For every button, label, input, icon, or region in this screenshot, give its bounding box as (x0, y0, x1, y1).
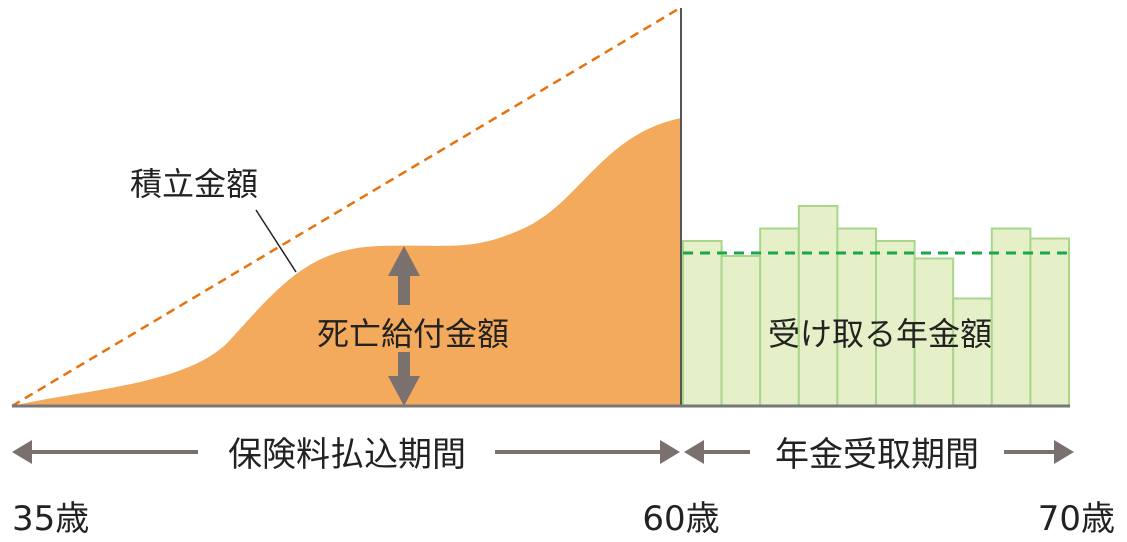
pension-bar (913, 257, 955, 407)
pension-bar (720, 255, 762, 407)
accumulated-label: 積立金額 (130, 165, 258, 203)
pension-bars (682, 205, 1071, 407)
pension-bar (797, 205, 839, 407)
death-benefit-label: 死亡給付金額 (317, 315, 509, 353)
payment-period-arrow (12, 440, 680, 464)
payment-period-label: 保険料払込期間 (228, 435, 466, 475)
pension-bar (682, 240, 723, 407)
death-benefit-area (12, 118, 681, 406)
double-arrow-icon (388, 246, 420, 406)
pension-period-label: 年金受取期間 (775, 435, 979, 475)
accumulated-dashed-line (11, 6, 681, 408)
pension-bar (990, 227, 1032, 407)
pension-bar (1029, 237, 1071, 407)
age-end-label: 70歳 (1038, 499, 1115, 539)
pension-received-label: 受け取る年金額 (768, 315, 992, 353)
age-start-label: 35歳 (12, 499, 89, 539)
pension-period-arrow (684, 440, 1074, 464)
accumulated-leader-line (255, 209, 297, 273)
age-mid-label: 60歳 (642, 499, 719, 539)
